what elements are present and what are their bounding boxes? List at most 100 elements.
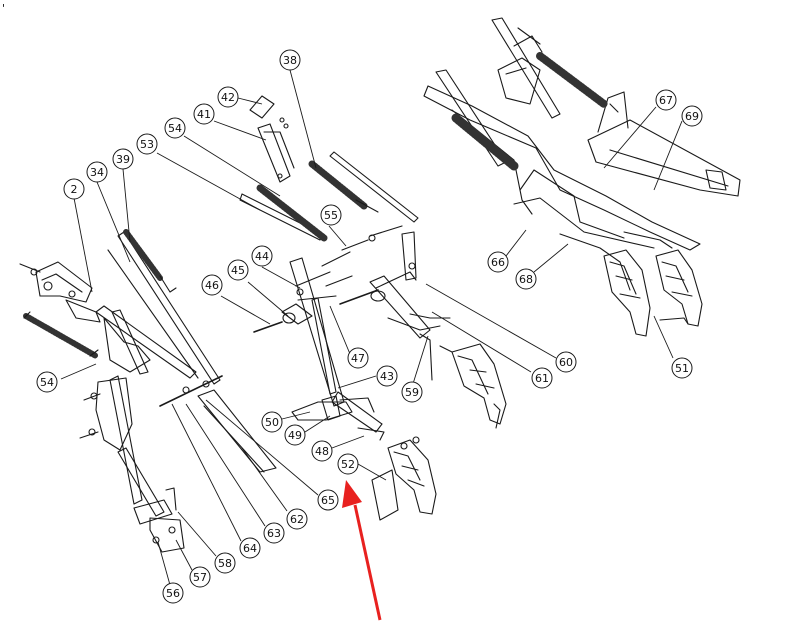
rod-38 xyxy=(329,151,419,223)
callout-circle xyxy=(63,178,85,200)
spring-38 xyxy=(308,160,368,210)
callout-label: 59 xyxy=(405,386,419,399)
callout-38: 38 xyxy=(279,49,301,71)
callout-64: 64 xyxy=(239,537,261,559)
spring-54-left xyxy=(23,311,99,359)
callout-circle xyxy=(286,508,308,530)
callout-label: 44 xyxy=(255,250,269,263)
callout-circle xyxy=(193,103,215,125)
callout-59: 59 xyxy=(401,381,423,403)
callout-62: 62 xyxy=(286,508,308,530)
callout-circle xyxy=(671,357,693,379)
spring-frame-left xyxy=(451,113,519,171)
machine-line-art xyxy=(19,17,741,553)
callout-66: 66 xyxy=(487,251,509,273)
callout-51: 51 xyxy=(671,357,693,379)
callout-56: 56 xyxy=(162,582,184,604)
bolt-47 xyxy=(339,289,379,305)
callout-label: 54 xyxy=(168,122,182,135)
callout-circle xyxy=(214,552,236,574)
callout-label: 49 xyxy=(288,429,302,442)
callout-circle xyxy=(112,148,134,170)
callout-circle xyxy=(261,411,283,433)
callout-69: 69 xyxy=(681,105,703,127)
callout-label: 66 xyxy=(491,256,505,269)
callout-label: 50 xyxy=(265,416,279,429)
callout-circle xyxy=(655,89,677,111)
corner-mark: ' xyxy=(2,2,5,15)
callout-circle xyxy=(263,522,285,544)
callout-68: 68 xyxy=(515,268,537,290)
callout-58: 58 xyxy=(214,552,236,574)
bolts-55 xyxy=(341,225,403,251)
callout-label: 54 xyxy=(40,376,54,389)
callout-63: 63 xyxy=(263,522,285,544)
callout-label: 51 xyxy=(675,362,689,375)
callout-54: 54 xyxy=(36,371,58,393)
callout-circle xyxy=(320,204,342,226)
callout-label: 34 xyxy=(90,166,104,179)
callout-label: 60 xyxy=(559,356,573,369)
callout-label: 41 xyxy=(197,108,211,121)
callout-57: 57 xyxy=(189,566,211,588)
callout-50: 50 xyxy=(261,411,283,433)
callout-circle xyxy=(36,371,58,393)
callout-circle xyxy=(136,133,158,155)
callout-49: 49 xyxy=(284,424,306,446)
callout-label: 65 xyxy=(321,494,335,507)
spring-frame-hooks xyxy=(517,27,619,113)
right-frame xyxy=(423,17,741,291)
callout-41: 41 xyxy=(193,103,215,125)
plow-52 xyxy=(371,436,437,521)
callout-circle xyxy=(217,86,239,108)
spring-54-upper xyxy=(256,184,328,242)
callout-52: 52 xyxy=(337,453,359,475)
callout-label: 57 xyxy=(193,571,207,584)
callout-label: 42 xyxy=(221,91,235,104)
red-arrow-shaft xyxy=(353,504,382,621)
callout-circle xyxy=(555,351,577,373)
rails-62-65 xyxy=(159,375,277,473)
bolt-46 xyxy=(253,321,283,333)
callout-circle xyxy=(376,365,398,387)
spring-39 xyxy=(123,229,163,281)
callout-circle xyxy=(531,367,553,389)
callout-circle xyxy=(337,453,359,475)
arm-60-61 xyxy=(369,231,451,381)
callout-label: 61 xyxy=(535,372,549,385)
spring-39-hook xyxy=(159,275,177,293)
callout-2: 2 xyxy=(63,178,85,200)
callout-67: 67 xyxy=(655,89,677,111)
callout-circle xyxy=(164,117,186,139)
callout-label: 52 xyxy=(341,458,355,471)
callout-label: 63 xyxy=(267,527,281,540)
callout-label: 39 xyxy=(116,153,130,166)
callout-42: 42 xyxy=(217,86,239,108)
left-linkage xyxy=(79,305,197,553)
spring-frame-right xyxy=(536,52,608,108)
callout-label: 55 xyxy=(324,209,338,222)
callout-circle xyxy=(515,268,537,290)
callout-label: 64 xyxy=(243,542,257,555)
callout-label: 67 xyxy=(659,94,673,107)
mid-link-43 xyxy=(281,251,383,433)
callout-label: 62 xyxy=(290,513,304,526)
callout-circle xyxy=(284,424,306,446)
pin-38 xyxy=(355,199,379,213)
callout-circle xyxy=(239,537,261,559)
callout-label: 45 xyxy=(231,264,245,277)
callout-label: 58 xyxy=(218,557,232,570)
callout-circle xyxy=(279,49,301,71)
callout-label: 2 xyxy=(71,183,78,196)
callout-43: 43 xyxy=(376,365,398,387)
callout-circle xyxy=(227,259,249,281)
callout-61: 61 xyxy=(531,367,553,389)
callout-46: 46 xyxy=(201,274,223,296)
callout-circle xyxy=(162,582,184,604)
plates-48-50 xyxy=(291,395,385,441)
callout-34: 34 xyxy=(86,161,108,183)
callout-54: 54 xyxy=(164,117,186,139)
callout-55: 55 xyxy=(320,204,342,226)
callout-60: 60 xyxy=(555,351,577,373)
